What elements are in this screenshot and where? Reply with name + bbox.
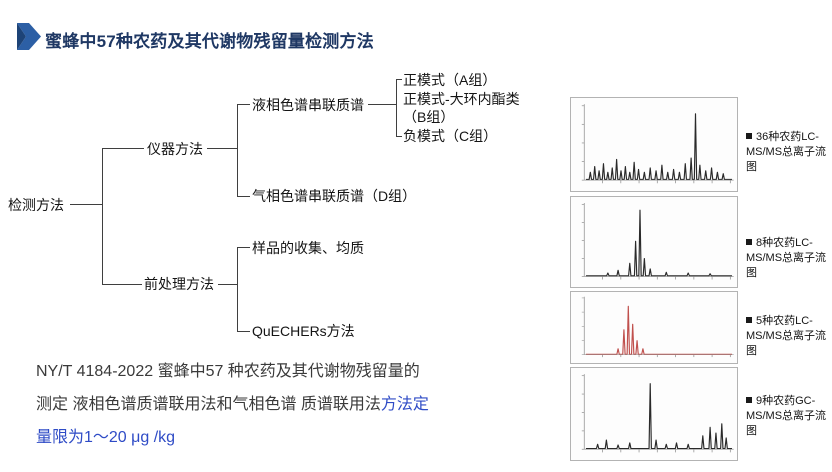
- tree-node-pretreatment-method: 前处理方法: [144, 276, 214, 292]
- tree-node-positive-mode-b: 正模式-大环内酯类（B组）: [403, 91, 520, 125]
- tree-connector: [70, 204, 102, 205]
- footnote-line2-blue: 方法定: [380, 395, 429, 413]
- bullet-square-icon: [746, 133, 752, 139]
- tree-node-detection-method: 检测方法: [8, 197, 64, 213]
- tree-connector: [237, 196, 250, 197]
- tree-node-gc-msms: 气相色谱串联质谱（D组）: [252, 188, 417, 204]
- tree-connector: [237, 104, 250, 105]
- chromatogram-label: 36种农药LC-MS/MS总离子流图: [746, 130, 830, 175]
- bullet-square-icon: [746, 239, 752, 245]
- chromatogram-plot: [581, 296, 734, 358]
- chromatogram-panel-lcms-8: [570, 196, 738, 288]
- tree-connector: [218, 284, 237, 285]
- page-title: 蜜蜂中57种农药及其代谢物残留量检测方法: [45, 32, 374, 51]
- footnote-line1: NY/T 4184-2022 蜜蜂中57 种农药及其代谢物残留量的: [36, 363, 420, 380]
- standard-reference-note: NY/T 4184-2022 蜜蜂中57 种农药及其代谢物残留量的 测定 液相色…: [36, 356, 506, 454]
- tree-connector: [102, 148, 103, 285]
- tree-node-negative-mode-c: 负模式（C组）: [403, 128, 498, 144]
- chromatogram-label: 9种农药GC-MS/MS总离子流图: [746, 394, 830, 439]
- chromatogram-panel-lcms-36: [570, 97, 738, 192]
- chromatogram-plot: [581, 104, 734, 184]
- title-arrow-icon: [17, 23, 41, 50]
- tree-connector: [396, 136, 402, 137]
- tree-node-positive-mode-a: 正模式（A组）: [403, 72, 497, 88]
- chromatogram-label: 8种农药LC-MS/MS总离子流图: [746, 236, 830, 281]
- chromatogram-label-text: 5种农药LC-MS/MS总离子流图: [746, 315, 827, 357]
- footnote-line2-black: 测定 液相色谱质谱联用法和气相色谱 质谱联用法: [36, 395, 381, 413]
- chromatogram-label-text: 9种农药GC-MS/MS总离子流图: [746, 395, 827, 437]
- tree-node-quechers: QuECHERs方法: [252, 323, 355, 339]
- tree-connector: [207, 148, 237, 149]
- chromatogram-label: 5种农药LC-MS/MS总离子流图: [746, 314, 830, 359]
- tree-connector: [237, 247, 250, 248]
- tree-node-instrument-method: 仪器方法: [147, 141, 203, 157]
- tree-connector: [368, 104, 396, 105]
- bullet-square-icon: [746, 317, 752, 323]
- chromatogram-plot: [581, 203, 734, 280]
- tree-node-lc-msms: 液相色谱串联质谱: [252, 97, 364, 113]
- chromatogram-label-text: 8种农药LC-MS/MS总离子流图: [746, 237, 827, 279]
- chromatogram-plot: [581, 374, 734, 453]
- tree-node-sample-collection: 样品的收集、均质: [252, 240, 364, 256]
- chromatogram-label-text: 36种农药LC-MS/MS总离子流图: [746, 131, 827, 173]
- bullet-square-icon: [746, 397, 752, 403]
- tree-connector: [396, 79, 397, 137]
- tree-connector: [237, 104, 238, 197]
- tree-connector: [102, 284, 142, 285]
- tree-connector: [237, 247, 238, 332]
- footnote-line3-blue: 量限为1～20 μg /kg: [36, 428, 176, 446]
- tree-connector: [102, 148, 144, 149]
- chromatogram-panel-gcms-9: [570, 367, 738, 461]
- tree-connector: [396, 79, 402, 80]
- chromatogram-panel-lcms-5: [570, 291, 738, 364]
- tree-connector: [237, 331, 250, 332]
